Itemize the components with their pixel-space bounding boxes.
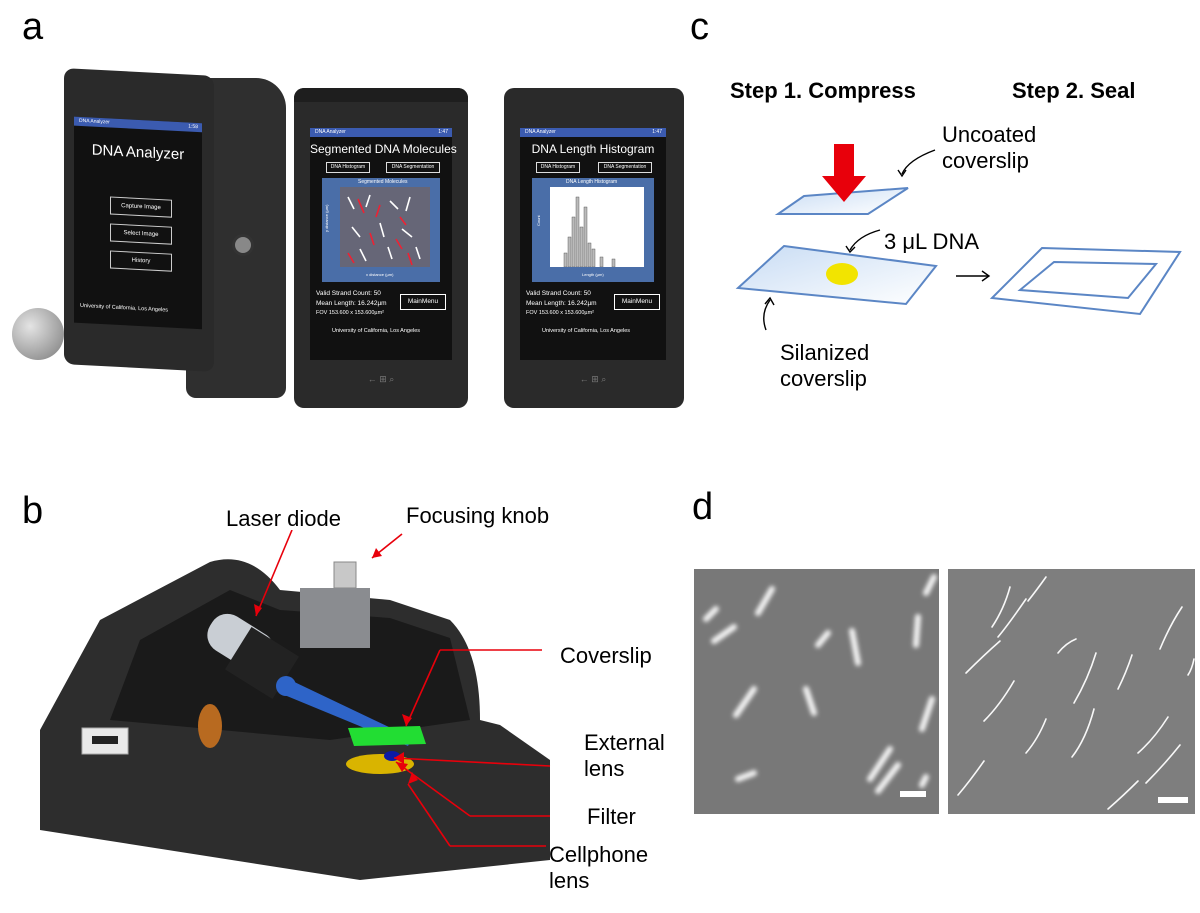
dna-histogram-button[interactable]: DNA Histogram — [536, 162, 580, 173]
mean-length: Mean Length: 16.242µm — [526, 300, 597, 307]
filter-label: Filter — [587, 804, 636, 829]
app-name: DNA Analyzer — [79, 117, 110, 126]
coverslip-label: Coverslip — [560, 643, 652, 668]
windows-nav-icon: ← ⊞ ⌕ — [579, 374, 607, 384]
phone2-title: Segmented DNA Molecules — [310, 142, 457, 156]
dna-volume-label: 3 μL DNA — [884, 229, 980, 254]
dna-pointer-arrow — [849, 229, 881, 251]
phone3-screen: DNA Analyzer 1:47 DNA Length Histogram DN… — [520, 128, 666, 360]
panel-label-d: d — [692, 486, 714, 528]
external-lens-label: External lens — [584, 730, 665, 781]
knob-icon — [232, 234, 254, 256]
seal-border — [1017, 260, 1159, 300]
panel-label-b: b — [22, 490, 44, 532]
phone-body: DNA Analyzer 1:58 DNA Analyzer Capture Im… — [64, 68, 214, 372]
dna-droplet — [826, 263, 858, 285]
fov-text: FOV 153.600 x 153.600µm² — [316, 310, 384, 316]
laser-diode-label: Laser diode — [226, 506, 341, 531]
focusing-knob — [333, 561, 357, 589]
fov-text: FOV 153.600 x 153.600µm² — [526, 310, 594, 316]
dna-segmentation-button[interactable]: DNA Segmentation — [598, 162, 652, 173]
phone1-title: DNA Analyzer — [91, 141, 185, 164]
valid-strand-count: Valid Strand Count: 50 — [316, 290, 381, 297]
phone-screen: DNA Analyzer 1:58 DNA Analyzer Capture Im… — [74, 116, 202, 330]
time-text: 1:47 — [438, 129, 448, 135]
main-menu-button[interactable]: MainMenu — [614, 294, 660, 310]
reference-micrograph — [948, 569, 1195, 814]
select-image-button[interactable]: Select Image — [110, 223, 172, 245]
step2-label: Step 2. Seal — [1012, 78, 1136, 103]
coin-image — [12, 308, 64, 360]
phone1-footer: University of California, Los Angeles — [80, 302, 169, 314]
callout-lines — [255, 530, 551, 847]
phone-2: DNA Analyzer 1:47 Segmented DNA Molecules… — [294, 88, 468, 408]
plot-xlabel: Length (µm) — [582, 272, 604, 277]
plot-title: DNA Length Histogram — [566, 179, 618, 185]
phone3-footer: University of California, Los Angeles — [542, 328, 631, 334]
cellphone-micrograph — [694, 569, 939, 814]
phone3-title: DNA Length Histogram — [531, 142, 655, 156]
capture-image-button[interactable]: Capture Image — [110, 196, 172, 218]
windows-nav-icon: ← ⊞ ⌕ — [367, 374, 395, 384]
phone2-footer: University of California, Los Angeles — [332, 328, 421, 334]
uncoated-coverslip — [774, 187, 909, 215]
usb-port — [81, 727, 129, 755]
dna-histogram-button[interactable]: DNA Histogram — [326, 162, 370, 173]
step1-label: Step 1. Compress — [730, 78, 916, 103]
plot-ylabel: y distance (µm) — [324, 204, 329, 232]
coverslip-diagram — [735, 144, 1182, 331]
plot-xlabel: x distance (µm) — [366, 272, 394, 277]
panel-label-a: a — [22, 6, 44, 48]
compress-arrow — [822, 144, 866, 202]
plot-title: Segmented Molecules — [358, 179, 408, 185]
uncoated-coverslip-label: Uncoated coverslip — [942, 122, 1037, 173]
plot-ylabel: Count — [536, 215, 541, 226]
focusing-knob-label: Focusing knob — [406, 503, 550, 528]
uncoated-pointer-arrow — [901, 149, 936, 175]
dna-segmentation-button[interactable]: DNA Segmentation — [386, 162, 440, 173]
histogram-image — [550, 187, 644, 267]
silanized-coverslip-label: Silanized coverslip — [780, 340, 870, 391]
cellphone-lens-label: Cellphone lens — [549, 842, 649, 893]
time-text: 1:58 — [188, 123, 198, 131]
silanized-pointer-arrow — [763, 299, 771, 331]
app-name: DNA Analyzer — [315, 129, 346, 135]
panel-label-c: c — [690, 6, 709, 48]
phone2-screen: DNA Analyzer 1:47 Segmented DNA Molecules… — [310, 128, 457, 360]
segmented-plot: Segmented Molecules x distance (µm) y di… — [322, 178, 440, 282]
device-render — [40, 530, 551, 880]
time-text: 1:47 — [652, 129, 662, 135]
coverslip — [348, 726, 426, 746]
history-button[interactable]: History — [110, 250, 172, 272]
segmented-molecules-image — [340, 187, 430, 267]
mean-length: Mean Length: 16.242µm — [316, 300, 387, 307]
app-name: DNA Analyzer — [525, 129, 556, 135]
main-menu-button[interactable]: MainMenu — [400, 294, 446, 310]
valid-strand-count: Valid Strand Count: 50 — [526, 290, 591, 297]
scale-bar — [1158, 797, 1188, 803]
histogram-plot: DNA Length Histogram Length (µm) Count — [532, 178, 654, 282]
scale-bar — [900, 791, 926, 797]
phone-3: DNA Analyzer 1:47 DNA Length Histogram DN… — [504, 88, 684, 408]
